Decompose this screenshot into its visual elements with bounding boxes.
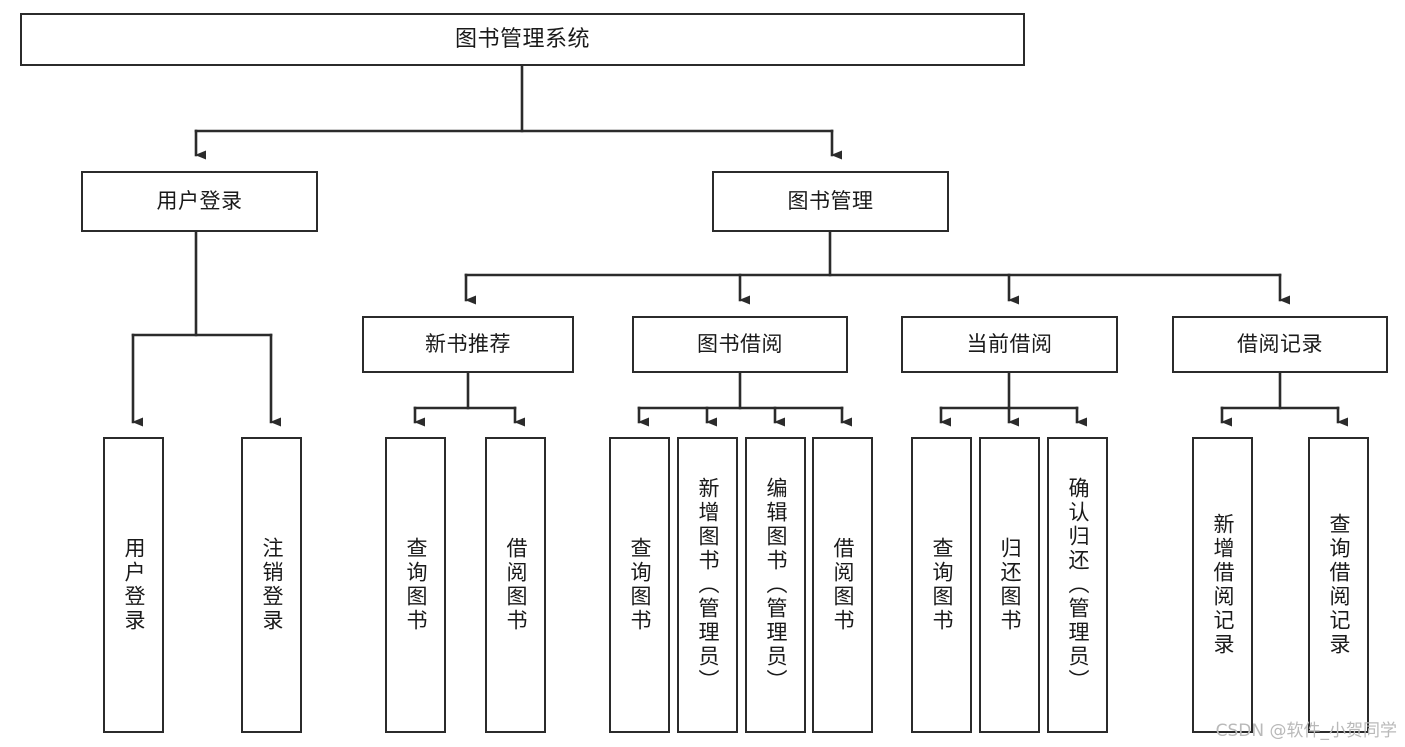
node-user-login[interactable]: 用户登录 xyxy=(81,171,318,232)
node-leaf-query-borrow-record[interactable]: 查询借阅记录 xyxy=(1308,437,1369,733)
node-leaf-query-book-3-label: 查询图书 xyxy=(930,537,954,633)
node-current-borrow-label: 当前借阅 xyxy=(966,332,1053,357)
node-root-label: 图书管理系统 xyxy=(454,26,590,52)
node-leaf-add-book[interactable]: 新增图书（管理员） xyxy=(677,437,738,733)
node-leaf-edit-book-label: 编辑图书（管理员） xyxy=(764,477,788,693)
node-leaf-borrow-book-2[interactable]: 借阅图书 xyxy=(812,437,873,733)
node-current-borrow[interactable]: 当前借阅 xyxy=(901,316,1118,373)
node-book-borrow[interactable]: 图书借阅 xyxy=(632,316,848,373)
node-root-book-management-system[interactable]: 图书管理系统 xyxy=(20,13,1025,66)
node-book-manage[interactable]: 图书管理 xyxy=(712,171,949,232)
node-borrow-record-label: 借阅记录 xyxy=(1237,332,1323,357)
node-leaf-borrow-book-2-label: 借阅图书 xyxy=(831,537,855,633)
node-leaf-logout-login[interactable]: 注销登录 xyxy=(241,437,302,733)
node-leaf-borrow-book-1[interactable]: 借阅图书 xyxy=(485,437,546,733)
node-leaf-confirm-return-label: 确认归还（管理员） xyxy=(1066,477,1090,693)
node-leaf-query-book-1[interactable]: 查询图书 xyxy=(385,437,446,733)
node-leaf-user-login[interactable]: 用户登录 xyxy=(103,437,164,733)
node-leaf-query-book-2[interactable]: 查询图书 xyxy=(609,437,670,733)
node-leaf-query-book-1-label: 查询图书 xyxy=(404,537,428,633)
node-leaf-logout-login-label: 注销登录 xyxy=(260,537,284,633)
node-leaf-add-borrow-record-label: 新增借阅记录 xyxy=(1211,513,1235,657)
node-leaf-query-borrow-record-label: 查询借阅记录 xyxy=(1327,513,1351,657)
node-new-book-recommend[interactable]: 新书推荐 xyxy=(362,316,574,373)
node-new-book-recommend-label: 新书推荐 xyxy=(425,332,511,357)
node-leaf-borrow-book-1-label: 借阅图书 xyxy=(504,537,528,633)
node-leaf-query-book-2-label: 查询图书 xyxy=(628,537,652,633)
node-leaf-user-login-label: 用户登录 xyxy=(122,537,146,633)
node-user-login-label: 用户登录 xyxy=(156,189,243,214)
node-borrow-record[interactable]: 借阅记录 xyxy=(1172,316,1388,373)
node-leaf-add-book-label: 新增图书（管理员） xyxy=(696,477,720,693)
node-leaf-query-book-3[interactable]: 查询图书 xyxy=(911,437,972,733)
node-leaf-confirm-return[interactable]: 确认归还（管理员） xyxy=(1047,437,1108,733)
node-leaf-add-borrow-record[interactable]: 新增借阅记录 xyxy=(1192,437,1253,733)
node-book-manage-label: 图书管理 xyxy=(787,189,874,214)
node-leaf-return-book-label: 归还图书 xyxy=(998,537,1022,633)
node-leaf-edit-book[interactable]: 编辑图书（管理员） xyxy=(745,437,806,733)
node-leaf-return-book[interactable]: 归还图书 xyxy=(979,437,1040,733)
node-book-borrow-label: 图书借阅 xyxy=(697,332,783,357)
